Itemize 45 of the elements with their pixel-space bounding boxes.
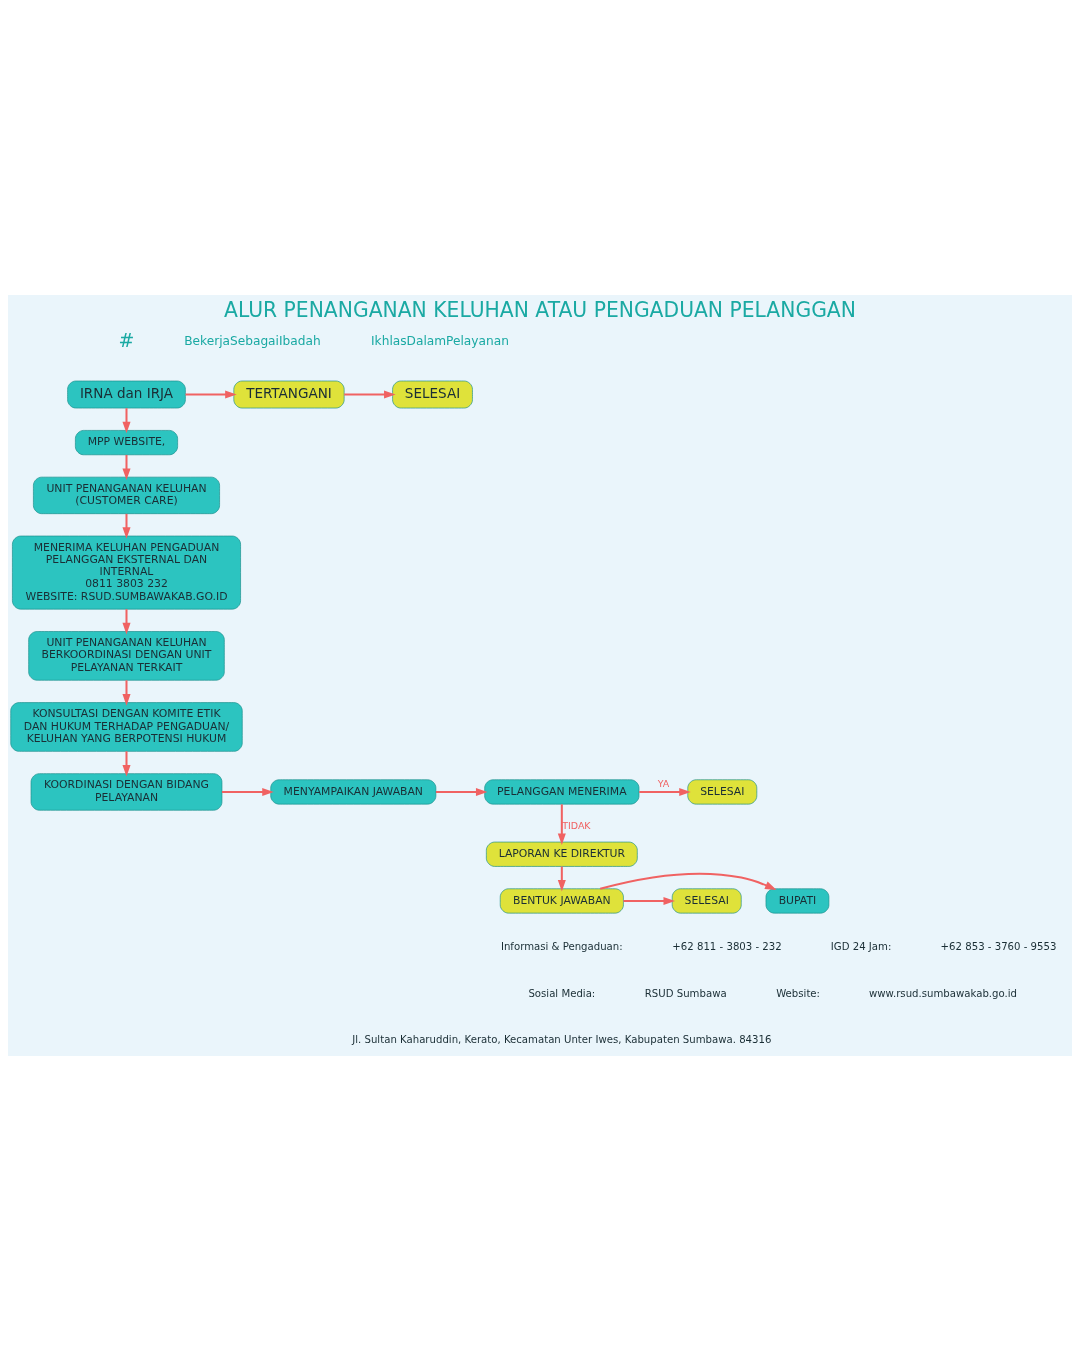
node-box: SELESAI: [392, 380, 473, 408]
arrow: [557, 866, 566, 892]
arrow: [122, 454, 131, 480]
node-box: MENERIMA KELUHAN PENGADUAN PELANGGAN EKSTERNAL DAN INTERNAL 0811 3803 232 WEBSITE: RSUD.SUMBAWAKAB.GO.ID: [12, 535, 241, 609]
arrow: [623, 896, 676, 905]
label: IGD 24 Jam:: [830, 940, 892, 952]
label: Jl. Sultan Kaharuddin, Kerato, Kecamatan Unter Iwes, Kabupaten Sumbawa. 84316: [352, 1033, 772, 1045]
arrow: [599, 872, 777, 890]
node-box: KONSULTASI DENGAN KOMITE ETIK DAN HUKUM TERHADAP PENGADUAN/ KELUHAN YANG BERPOTENSI HUKUM: [10, 701, 243, 752]
arrow: [122, 608, 131, 634]
label: #: [118, 328, 135, 351]
arrow: [221, 787, 274, 796]
diagram-title: ALUR PENANGANAN KELUHAN ATAU PENGADUAN PELANGGAN: [224, 297, 856, 322]
arrow: [122, 679, 131, 706]
label: Sosial Media:: [528, 987, 596, 999]
label: BekerjaSebagaiIbadah: [184, 333, 321, 348]
arrow: [122, 407, 131, 433]
node-box: LAPORAN KE DIREKTUR: [486, 841, 638, 867]
node-box: MENYAMPAIKAN JAWABAN: [270, 778, 437, 804]
node-box: UNIT PENANGANAN KELUHAN BERKOORDINASI DENGAN UNIT PELAYANAN TERKAIT: [28, 630, 225, 681]
arrow: [639, 787, 691, 796]
label: Informasi & Pengaduan:: [500, 940, 623, 952]
node-box: IRNA dan IRJA: [67, 380, 186, 408]
node-box: SELESAI: [687, 778, 758, 804]
label: +62 853 - 3760 - 9553: [940, 940, 1057, 952]
arrow: [344, 390, 396, 399]
node-box: KOORDINASI DENGAN BIDANG PELAYANAN: [30, 772, 223, 811]
node-box: BENTUK JAWABAN: [499, 887, 624, 913]
node-box: TERTANGANI: [233, 380, 345, 408]
label: Website:: [776, 987, 821, 999]
arrow: [122, 513, 131, 539]
node-box: UNIT PENANGANAN KELUHAN (CUSTOMER CARE): [33, 476, 220, 514]
arrow: [557, 803, 566, 845]
node-box: MPP WEBSITE,: [75, 429, 178, 455]
edge-label: YA: [657, 777, 670, 789]
node-box: PELANGGAN MENERIMA: [484, 778, 640, 804]
arrow: [122, 750, 131, 777]
label: +62 811 - 3803 - 232: [672, 940, 782, 952]
label: IkhlasDalamPelayanan: [371, 333, 509, 348]
label: www.rsud.sumbawakab.go.id: [869, 987, 1017, 999]
arrow: [185, 390, 237, 399]
arrow: [436, 787, 488, 796]
label: RSUD Sumbawa: [644, 987, 727, 999]
node-box: SELESAI: [671, 887, 742, 913]
node-box: BUPATI: [765, 887, 830, 913]
